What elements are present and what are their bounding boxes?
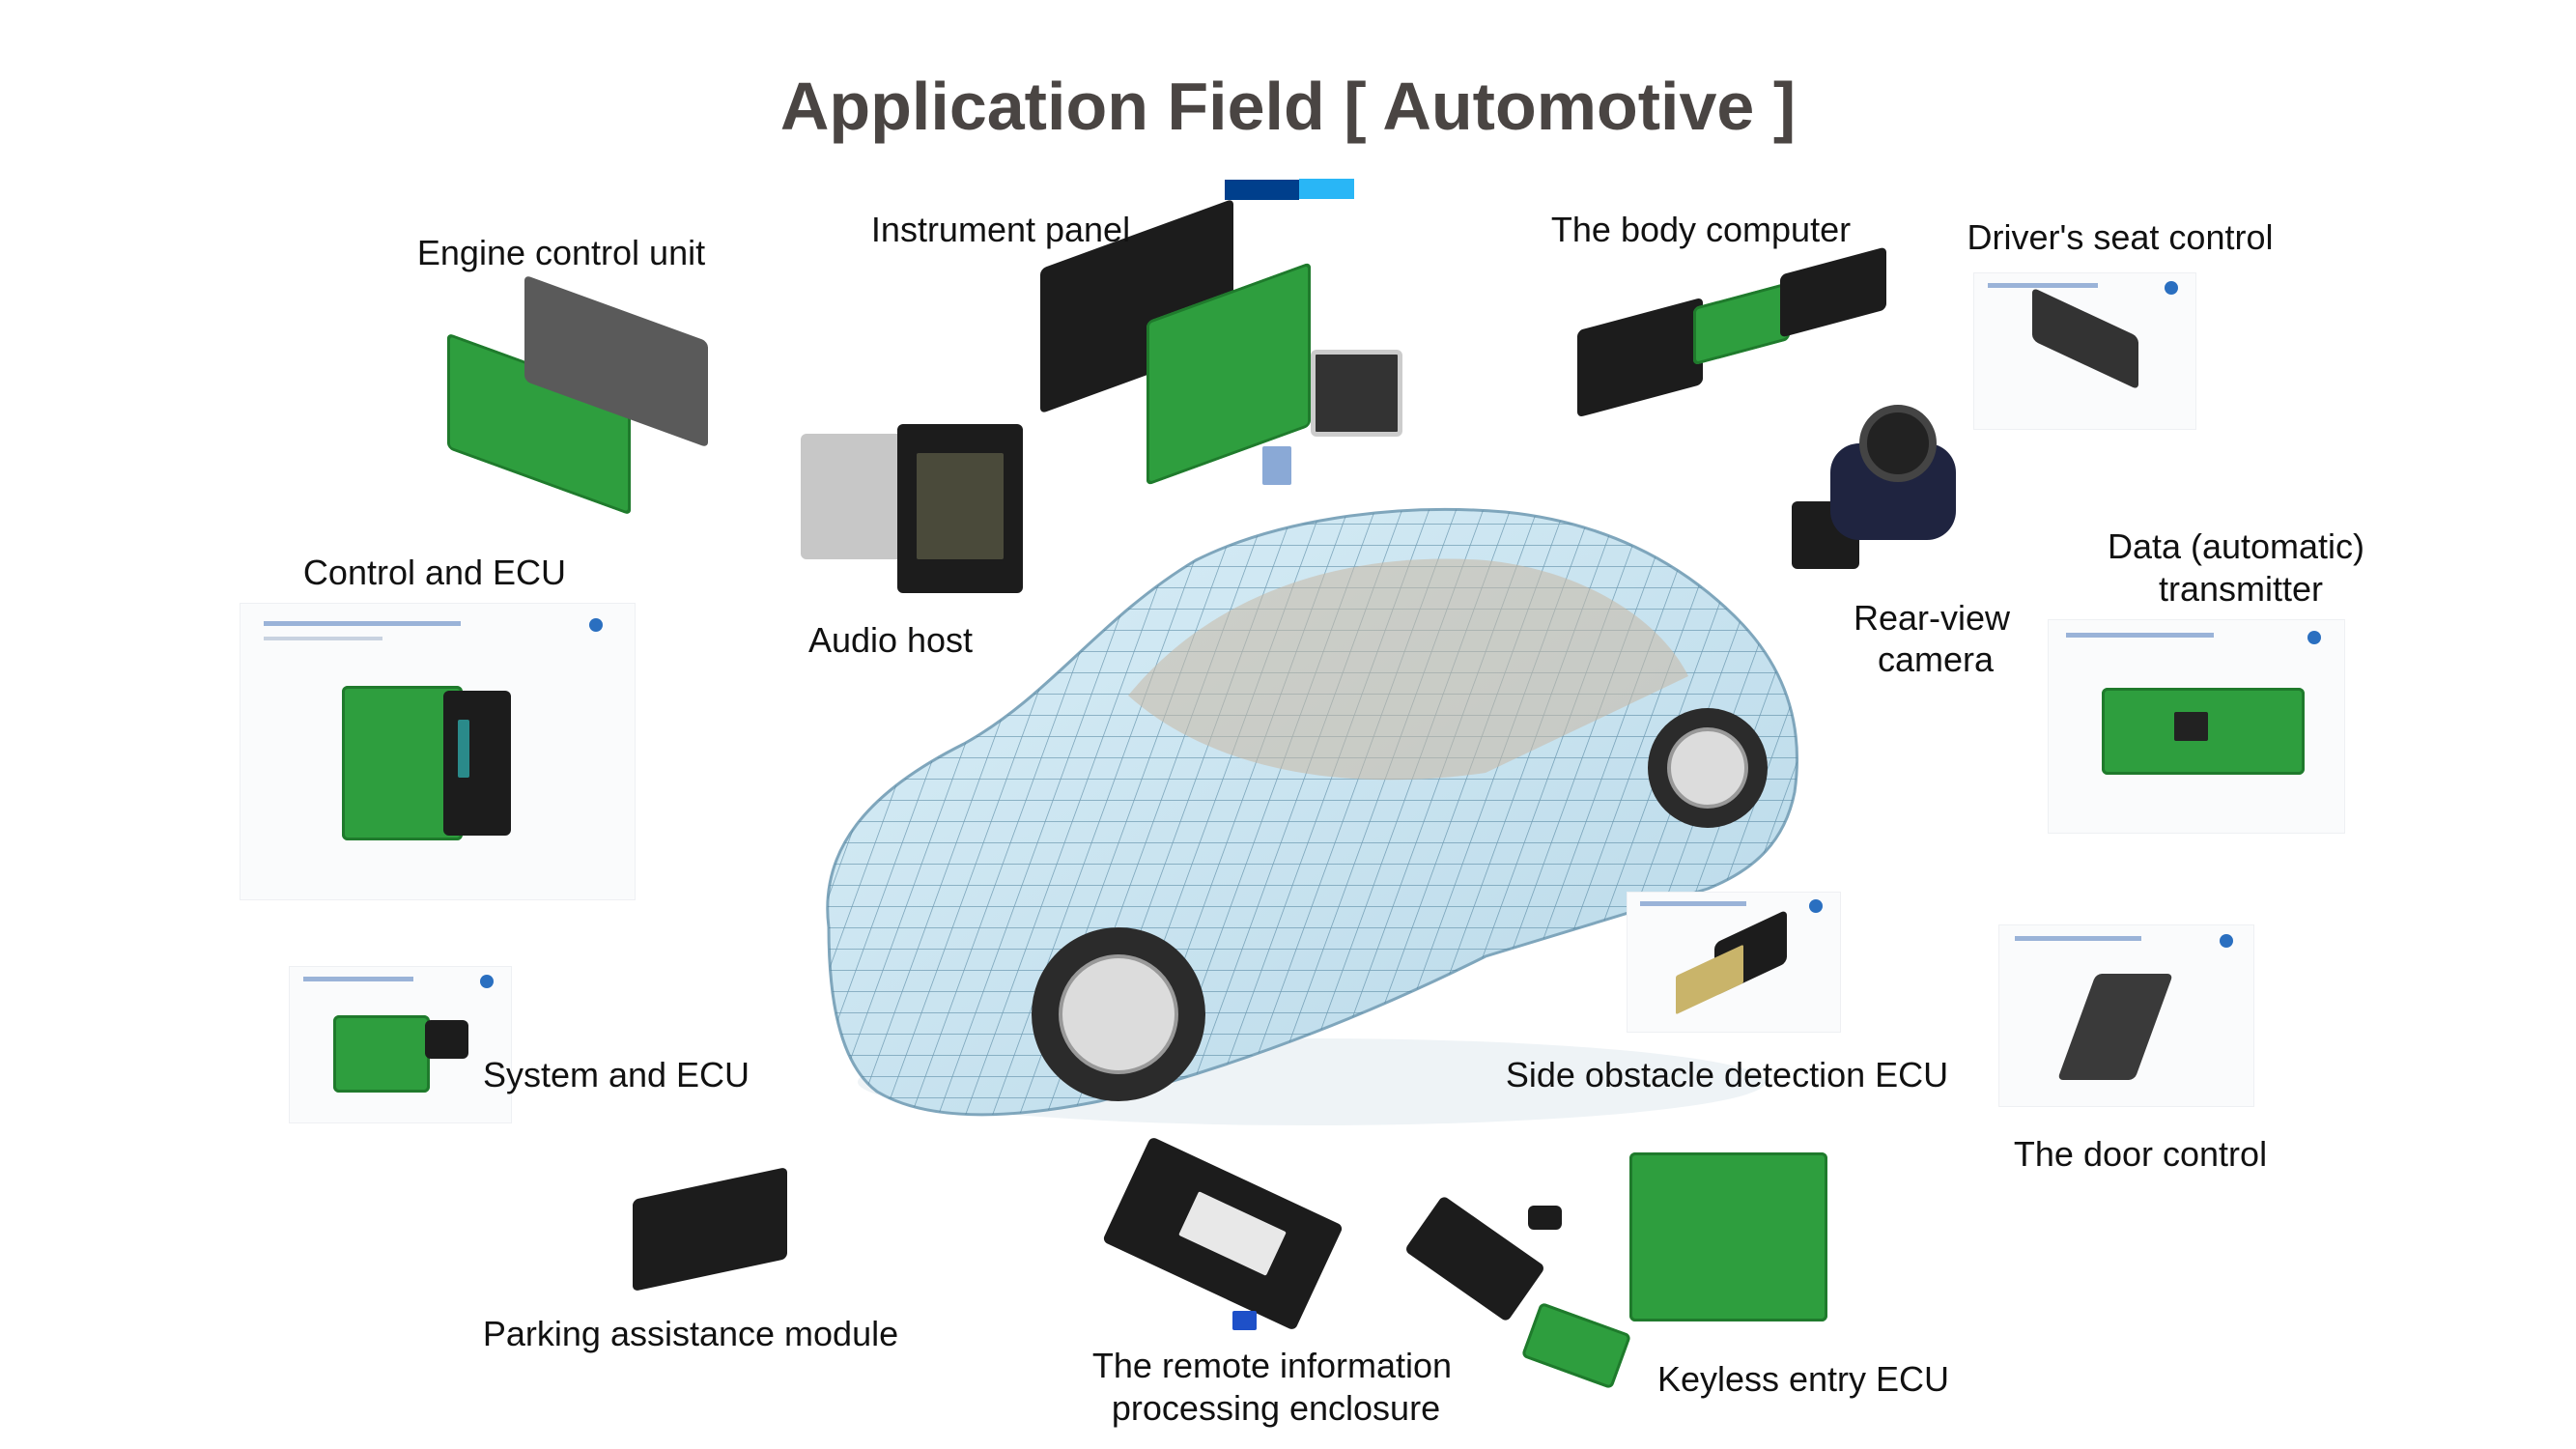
label-drivers-seat-control: Driver's seat control [1967,217,2274,257]
car-wireframe-image [826,507,1798,1125]
label-remote-enclosure-line2: processing enclosure [1111,1388,1441,1428]
engine-control-unit-image [438,274,727,516]
label-control-and-ecu: Control and ECU [302,553,567,592]
label-side-obstacle-ecu: Side obstacle detection ECU [1505,1055,1949,1094]
label-door-control: The door control [2013,1134,2268,1174]
system-and-ecu-image [289,966,512,1123]
parking-assistance-module-image [628,1164,793,1296]
data-transmitter-image [2048,619,2345,834]
keyless-entry-ecu-image [1403,1148,1833,1404]
label-instrument-panel: Instrument panel [870,210,1131,249]
accent-bar-dark [1225,180,1299,200]
label-rear-view-camera-line2: camera [1877,639,1995,679]
body-computer-image [1577,246,1891,418]
rear-view-camera-image [1792,405,1966,578]
audio-host-image [801,405,1033,603]
door-control-image [1998,924,2254,1107]
label-parking-assistance: Parking assistance module [482,1314,899,1353]
control-and-ecu-image [240,603,636,900]
label-keyless-entry-ecu: Keyless entry ECU [1656,1359,1950,1399]
label-engine-control-unit: Engine control unit [416,233,706,272]
instrument-panel-image [1040,198,1412,496]
drivers-seat-control-image [1973,272,2196,430]
label-remote-enclosure-line1: The remote information [1091,1346,1453,1385]
label-data-transmitter-line1: Data (automatic) [2107,526,2365,566]
remote-enclosure-image [1101,1136,1345,1354]
accent-bar-light [1299,179,1354,199]
label-data-transmitter-line2: transmitter [2158,569,2324,609]
label-system-and-ecu: System and ECU [482,1055,750,1094]
label-audio-host: Audio host [807,620,974,660]
label-rear-view-camera-line1: Rear-view [1853,598,2011,638]
label-body-computer: The body computer [1550,210,1852,249]
page-title: Application Field [ Automotive ] [779,69,1797,144]
side-obstacle-ecu-image [1627,892,1841,1033]
